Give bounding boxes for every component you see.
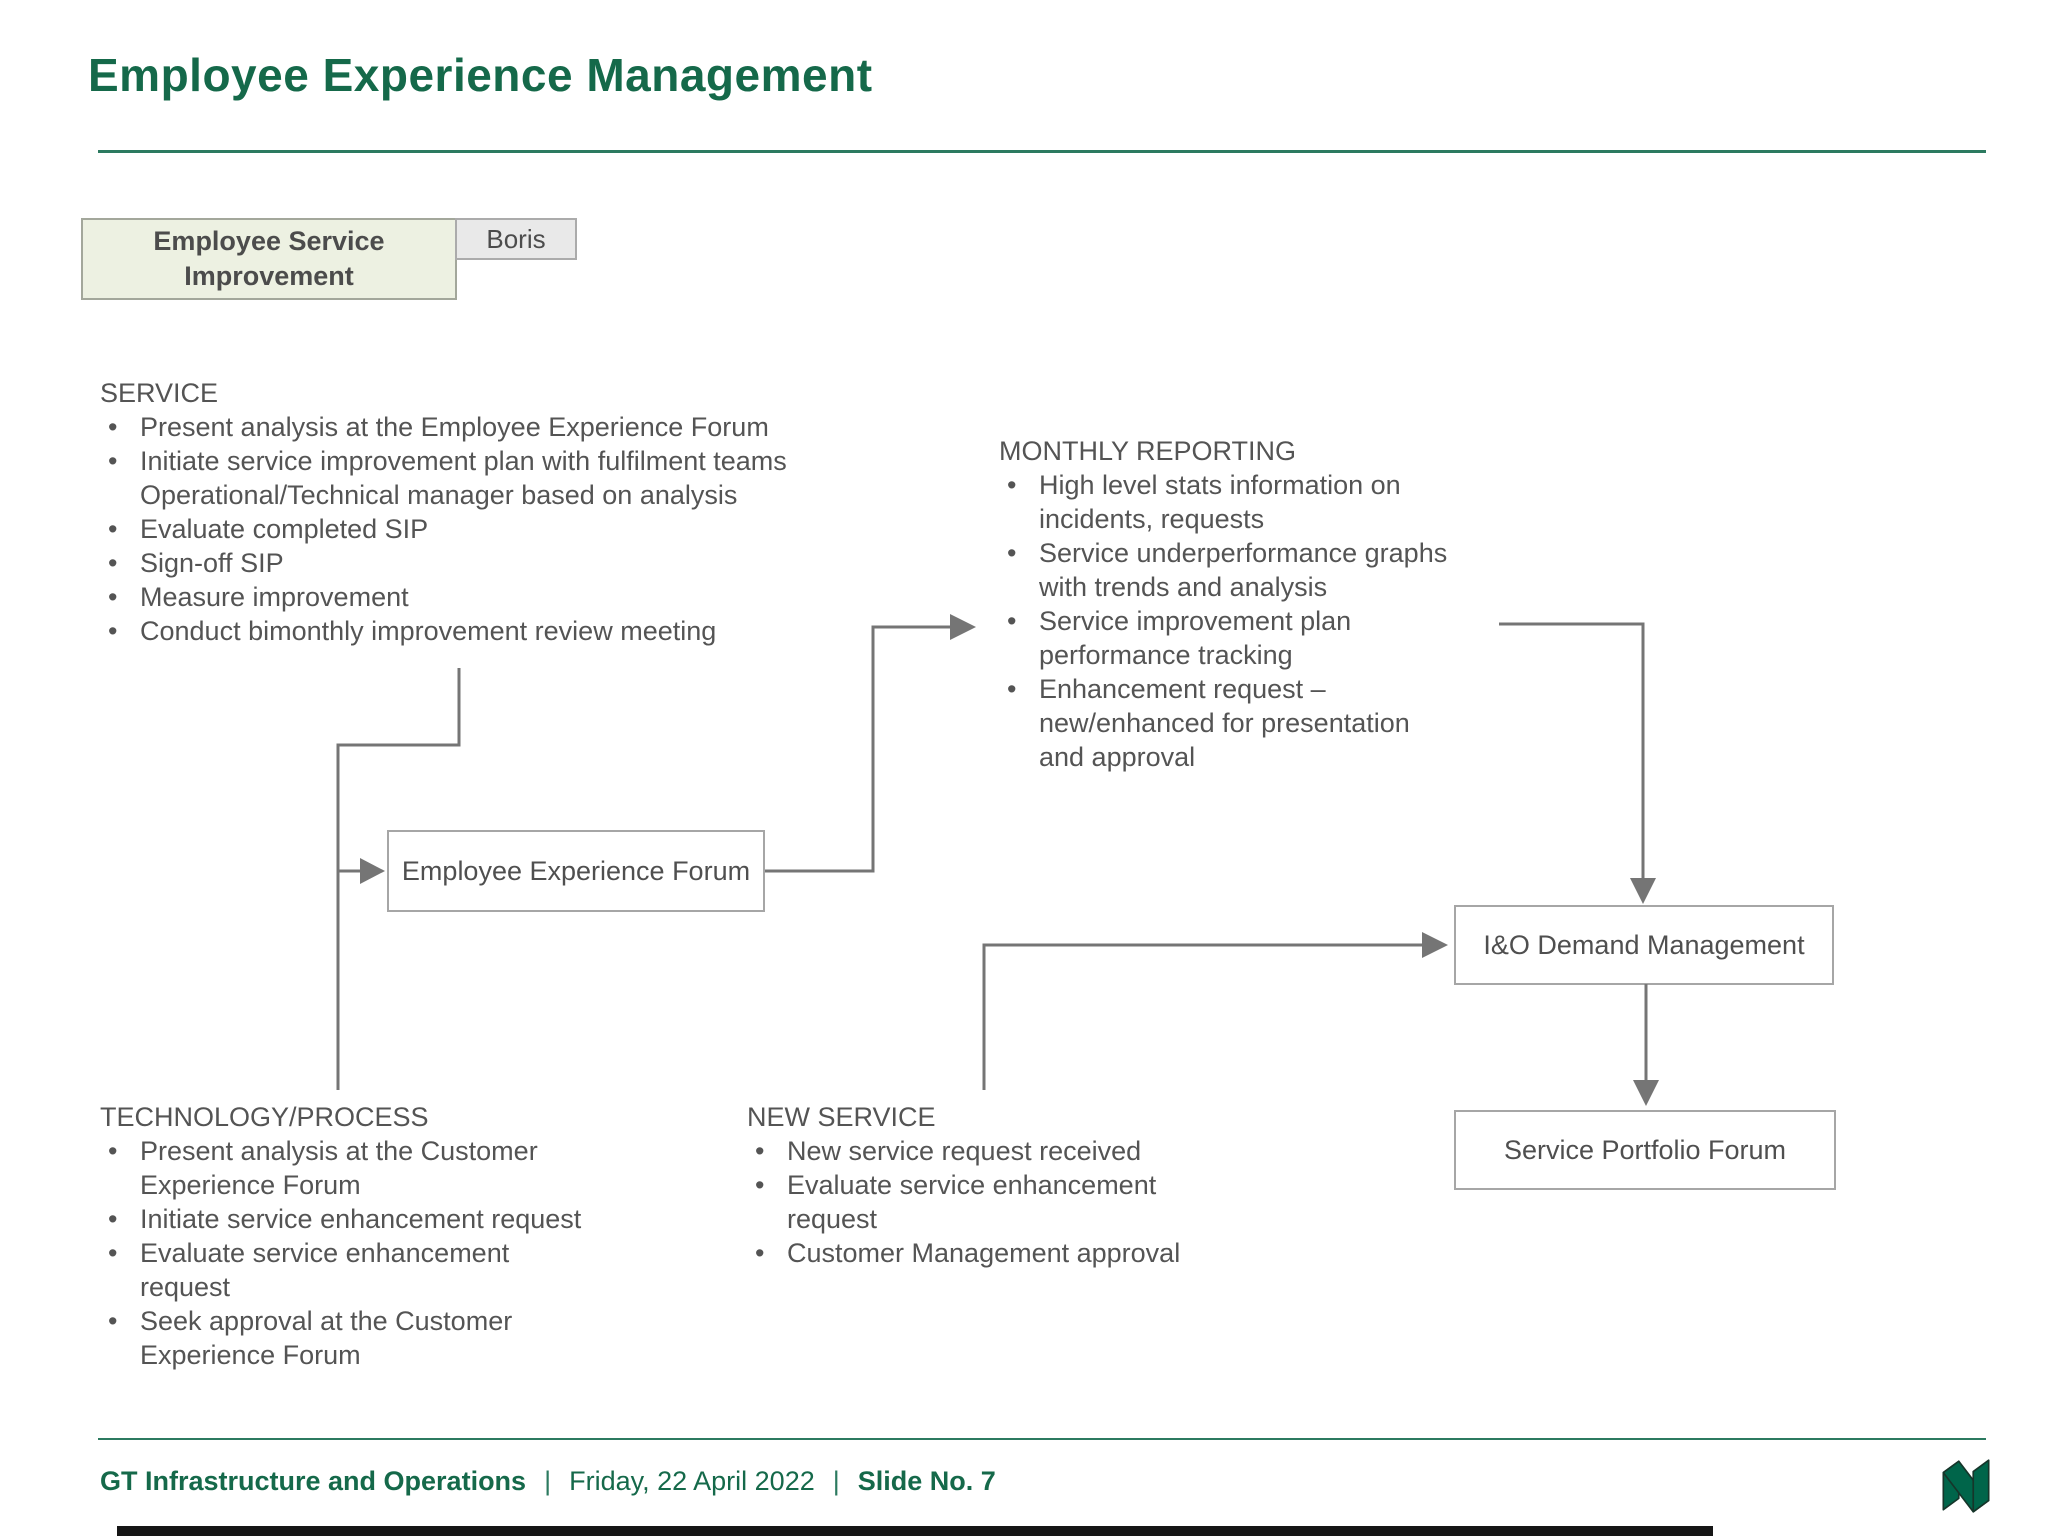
footer-separator: | (832, 1466, 840, 1496)
node-label: Employee Experience Forum (401, 855, 751, 886)
bullet-item: Initiate service improvement plan with f… (100, 444, 840, 512)
footer-organisation: GT Infrastructure and Operations (100, 1466, 527, 1496)
footer-slide-number: Slide No. 7 (857, 1466, 996, 1496)
bullet-item: Evaluate service enhancement request (747, 1168, 1207, 1236)
node-employee-experience-forum: Employee Experience Forum (387, 830, 765, 912)
bullet-text: Evaluate service enhancement request (787, 1170, 1157, 1234)
bullet-text: Conduct bimonthly improvement review mee… (140, 616, 717, 646)
section-monthly-reporting: MONTHLY REPORTING High level stats infor… (999, 434, 1459, 774)
arrowhead-into-io-top (1630, 878, 1656, 904)
node-service-portfolio-forum: Service Portfolio Forum (1454, 1110, 1836, 1190)
bullet-text: Present analysis at the Employee Experie… (140, 412, 769, 442)
bullet-item: Conduct bimonthly improvement review mee… (100, 614, 840, 648)
arrowhead-into-io-left (1422, 932, 1448, 958)
connector-new-service-to-io (982, 943, 1422, 1090)
bullet-text: Service underperformance graphs with tre… (1039, 538, 1448, 602)
bullet-text: Sign-off SIP (140, 548, 284, 578)
bullet-text: New service request received (787, 1136, 1142, 1166)
bullet-item: Evaluate completed SIP (100, 512, 840, 546)
connector-monthly-reporting-to-io (1499, 622, 1645, 878)
bullet-text: Evaluate service enhancement request (140, 1238, 510, 1302)
connector-forum-to-monthly-reporting (765, 625, 950, 873)
legend-label: Employee Service Improvement (153, 226, 385, 291)
bullet-item: Seek approval at the Customer Experience… (100, 1304, 610, 1372)
bullet-item: Enhancement request – new/enhanced for p… (999, 672, 1459, 774)
arrowhead-into-service-portfolio (1633, 1080, 1659, 1106)
bullet-item: Present analysis at the Employee Experie… (100, 410, 840, 444)
bullet-item: High level stats information on incident… (999, 468, 1459, 536)
nedbank-logo (1942, 1459, 1990, 1513)
bullet-text: Initiate service improvement plan with f… (140, 446, 787, 510)
arrowhead-into-monthly-reporting (950, 614, 976, 640)
bullet-text: Evaluate completed SIP (140, 514, 429, 544)
section-heading-new-service: NEW SERVICE (747, 1102, 936, 1132)
progress-bar[interactable] (117, 1526, 1713, 1536)
section-heading-service: SERVICE (100, 378, 219, 408)
bullet-text: Enhancement request – new/enhanced for p… (1039, 674, 1410, 772)
bullet-item: Present analysis at the Customer Experie… (100, 1134, 610, 1202)
bullet-text: Seek approval at the Customer Experience… (140, 1306, 513, 1370)
title-divider (98, 150, 1986, 153)
section-technology-process: TECHNOLOGY/PROCESS Present analysis at t… (100, 1100, 610, 1372)
footer-divider (98, 1438, 1986, 1440)
bullet-item: New service request received (747, 1134, 1207, 1168)
node-io-demand-management: I&O Demand Management (1454, 905, 1834, 985)
footer-separator: | (544, 1466, 552, 1496)
bullet-item: Initiate service enhancement request (100, 1202, 610, 1236)
footer-date: Friday, 22 April 2022 (569, 1466, 815, 1496)
owner-tab-label: Boris (486, 223, 546, 254)
bullet-text: Measure improvement (140, 582, 409, 612)
section-heading-monthly-reporting: MONTHLY REPORTING (999, 436, 1297, 466)
bullet-item: Sign-off SIP (100, 546, 840, 580)
node-label: Service Portfolio Forum (1503, 1134, 1787, 1165)
arrowhead-into-forum (360, 858, 385, 884)
page-title: Employee Experience Management (88, 49, 873, 101)
legend-employee-service-improvement: Employee Service Improvement (81, 218, 457, 300)
node-label: I&O Demand Management (1483, 929, 1805, 960)
footer: GT Infrastructure and Operations | Frida… (100, 1466, 996, 1497)
bullet-item: Service underperformance graphs with tre… (999, 536, 1459, 604)
bullet-item: Customer Management approval (747, 1236, 1207, 1270)
bullet-text: High level stats information on incident… (1039, 470, 1401, 534)
bullet-item: Service improvement plan performance tra… (999, 604, 1459, 672)
bullet-text: Customer Management approval (787, 1238, 1181, 1268)
bullet-item: Evaluate service enhancement request (100, 1236, 610, 1304)
bullet-text: Service improvement plan performance tra… (1039, 606, 1352, 670)
bullet-item: Measure improvement (100, 580, 840, 614)
section-service: SERVICE Present analysis at the Employee… (100, 376, 840, 648)
section-new-service: NEW SERVICE New service request received… (747, 1100, 1207, 1270)
owner-tab: Boris (455, 218, 577, 260)
section-heading-technology-process: TECHNOLOGY/PROCESS (100, 1102, 429, 1132)
bullet-text: Present analysis at the Customer Experie… (140, 1136, 538, 1200)
logo-right-stroke (1972, 1459, 1990, 1513)
bullet-text: Initiate service enhancement request (140, 1204, 582, 1234)
